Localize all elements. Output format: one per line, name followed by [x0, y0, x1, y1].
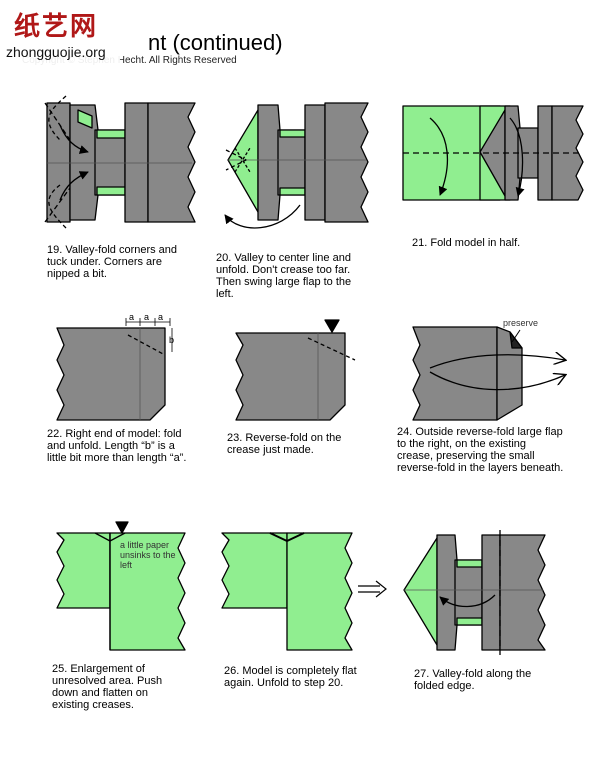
step-22-label-a2: a: [144, 312, 149, 322]
watermark-url: zhongguojie.org: [6, 44, 106, 60]
copyright-notice: Copyright © Stephen Hecht. All Rights Re…: [22, 55, 237, 66]
transition-arrow: [358, 580, 387, 598]
step-24-label-preserve: preserve: [503, 318, 538, 328]
step-23-diagram: [235, 319, 356, 421]
step-22-caption: 22. Right end of model: fold and unfold.…: [47, 428, 187, 464]
step-22-diagram: [56, 318, 173, 421]
step-22-label-a1: a: [129, 312, 134, 322]
step-20-caption: 20. Valley to center line and unfold. Do…: [216, 252, 352, 300]
step-21-caption: 21. Fold model in half.: [412, 237, 521, 249]
step-24-diagram: [412, 326, 565, 421]
step-21-diagram: [402, 105, 584, 201]
step-19-caption: 19. Valley-fold corners and tuck under. …: [47, 244, 178, 280]
step-25-annotation: a little paper unsinks to the left: [120, 540, 176, 570]
step-25-caption: 25. Enlargement of unresolved area. Push…: [52, 663, 163, 711]
step-23-caption: 23. Reverse-fold on the crease just made…: [227, 432, 342, 456]
step-22-label-b: b: [169, 335, 174, 345]
step-24-caption: 24. Outside reverse-fold large flap to t…: [397, 426, 564, 474]
page-title: nt (continued): [148, 30, 283, 55]
step-27-caption: 27. Valley-fold along the folded edge.: [414, 668, 532, 692]
step-22-label-a3: a: [158, 312, 163, 322]
step-19-diagram: [44, 95, 196, 229]
step-25-diagram: [56, 521, 186, 651]
site-watermark: 纸艺网 zhongguojie.org: [4, 4, 120, 66]
step-25-label: a little paper unsinks to the left: [120, 540, 176, 570]
step-26-diagram: [221, 532, 353, 651]
step-20-diagram: [224, 102, 369, 229]
step-26-caption: 26. Model is completely flat again. Unfo…: [224, 665, 357, 689]
step-27-diagram: [403, 530, 546, 655]
watermark-logo-text: 纸艺网: [14, 12, 99, 42]
